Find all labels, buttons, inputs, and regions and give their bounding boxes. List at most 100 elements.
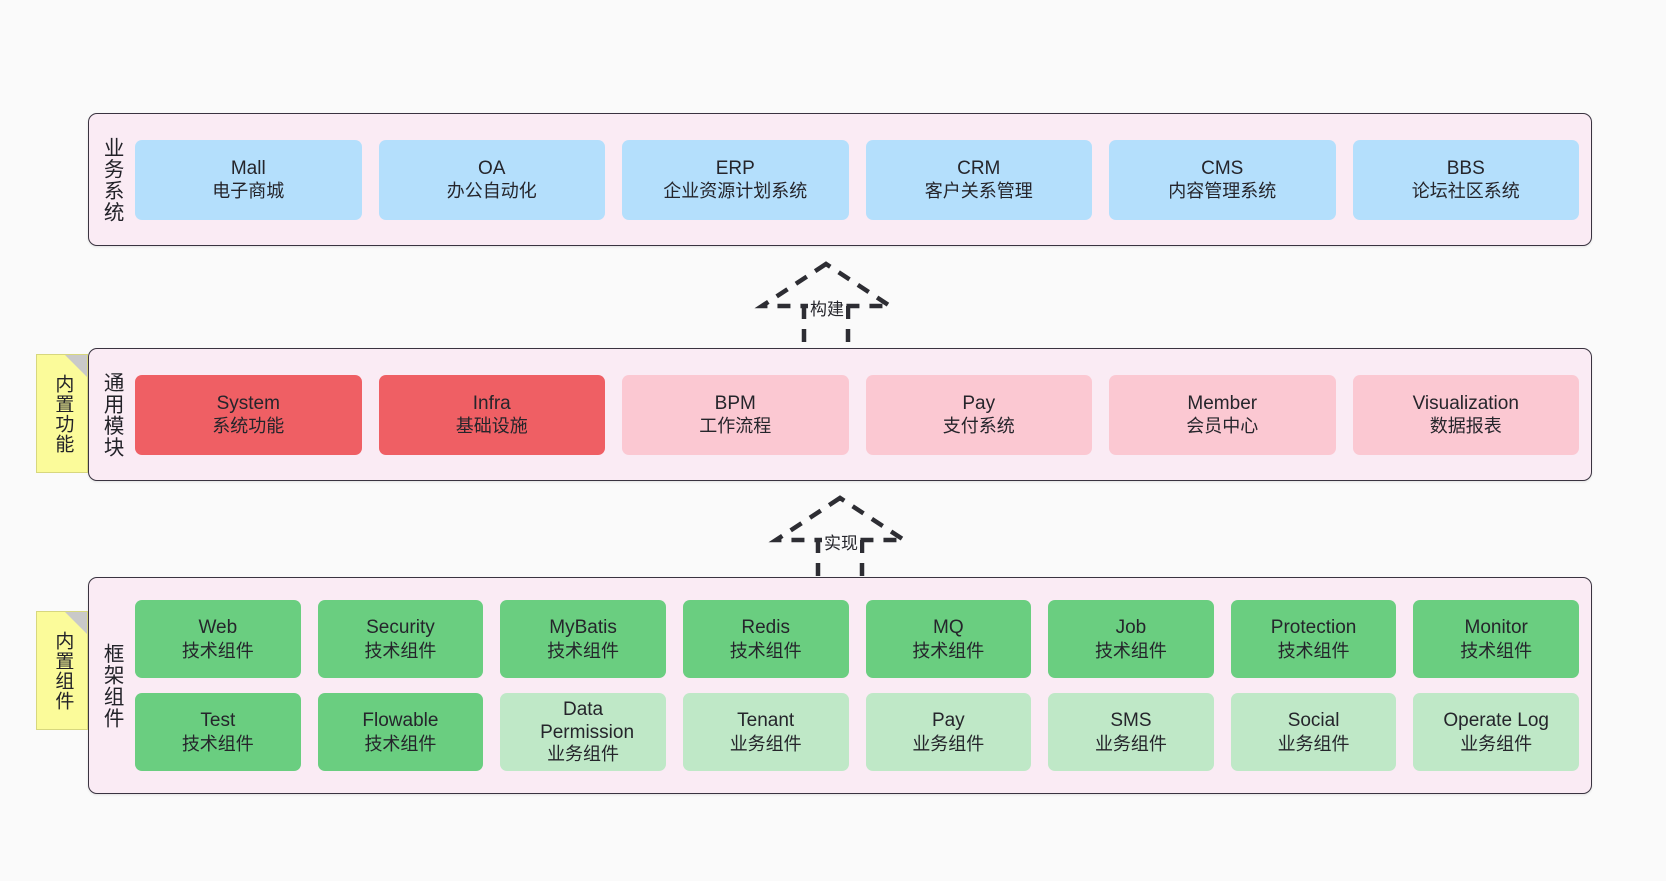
node-title-cn: 技术组件: [547, 640, 620, 661]
node-title-cn: 论坛社区系统: [1411, 181, 1520, 202]
node-bbs[interactable]: BBS 论坛社区系统: [1352, 139, 1579, 220]
node-flowable[interactable]: Flowable 技术组件: [317, 693, 484, 771]
node-title-cn: 企业资源计划系统: [663, 181, 808, 202]
node-title-cn: 基础设施: [455, 416, 528, 437]
node-bpm[interactable]: BPM 工作流程: [622, 374, 849, 455]
node-oa[interactable]: OA 办公自动化: [378, 139, 605, 220]
node-title-en: CRM: [957, 157, 1001, 179]
node-title-en: ERP: [715, 157, 755, 179]
node-title-en: Pay: [962, 392, 996, 414]
node-title-cn: 工作流程: [699, 416, 772, 437]
note-builtin-features: 内置功能: [36, 354, 88, 473]
node-title-en: System: [216, 392, 280, 414]
node-cell: Monitor 技术组件: [1413, 600, 1579, 678]
layer-title-business-systems: 业务系统: [100, 136, 124, 223]
node-title-en: Infra: [472, 392, 511, 414]
node-cms[interactable]: CMS 内容管理系统: [1109, 139, 1336, 220]
node-web[interactable]: Web 技术组件: [135, 600, 301, 678]
node-pay-component[interactable]: Pay 业务组件: [865, 693, 1032, 771]
node-title-en: Member: [1187, 392, 1258, 414]
node-title-en: Job: [1115, 617, 1147, 639]
node-crm[interactable]: CRM 客户关系管理: [865, 139, 1092, 220]
note-fold-corner: [65, 355, 87, 377]
node-row: Test 技术组件 Flowable 技术组件 Data Permission …: [135, 693, 1579, 771]
node-title-cn: 业务组件: [1277, 733, 1350, 754]
node-sms[interactable]: SMS 业务组件: [1048, 693, 1214, 771]
layer-business-systems[interactable]: 业务系统 Mall 电子商城 OA 办公自动化 ERP: [88, 113, 1592, 246]
connector-implement: 实现: [768, 492, 920, 578]
node-title-cn: 技术组件: [729, 640, 802, 661]
node-title-cn: 支付系统: [942, 416, 1015, 437]
node-title-en: Test: [200, 710, 236, 732]
node-title-en: Data Permission: [540, 699, 635, 743]
node-cell: Mall 电子商城: [135, 139, 362, 220]
node-cell: Web 技术组件: [135, 600, 301, 678]
node-cell: Member 会员中心: [1109, 374, 1336, 455]
node-cell: Infra 基础设施: [378, 374, 605, 455]
node-cell: Test 技术组件: [135, 693, 301, 771]
node-cell: OA 办公自动化: [378, 139, 605, 220]
node-job[interactable]: Job 技术组件: [1048, 600, 1214, 678]
node-test[interactable]: Test 技术组件: [135, 693, 301, 771]
node-mq[interactable]: MQ 技术组件: [865, 600, 1032, 678]
node-mybatis[interactable]: MyBatis 技术组件: [500, 600, 666, 678]
node-title-en: Social: [1287, 710, 1340, 732]
node-cell: Security 技术组件: [317, 600, 484, 678]
node-monitor[interactable]: Monitor 技术组件: [1413, 600, 1579, 678]
node-cell: Protection 技术组件: [1230, 600, 1397, 678]
node-mall[interactable]: Mall 电子商城: [135, 139, 362, 220]
node-cell: Flowable 技术组件: [317, 693, 484, 771]
node-member[interactable]: Member 会员中心: [1109, 374, 1336, 455]
node-title-cn: 技术组件: [181, 733, 254, 754]
node-title-en: MQ: [933, 617, 964, 639]
node-pay-module[interactable]: Pay 支付系统: [865, 374, 1092, 455]
node-operate-log[interactable]: Operate Log 业务组件: [1413, 693, 1579, 771]
node-cell: Pay 业务组件: [865, 693, 1032, 771]
layer-framework-components[interactable]: 框架组件 Web 技术组件 Security 技术组件: [88, 577, 1592, 794]
node-title-cn: 技术组件: [364, 733, 437, 754]
node-protection[interactable]: Protection 技术组件: [1230, 600, 1397, 678]
node-title-cn: 业务组件: [912, 733, 985, 754]
node-row: Web 技术组件 Security 技术组件 MyBatis 技术组件: [135, 600, 1579, 678]
node-data-permission[interactable]: Data Permission 业务组件: [500, 693, 666, 771]
node-title-cn: 技术组件: [364, 640, 437, 661]
node-title-en: Mall: [230, 157, 266, 179]
node-title-cn: 技术组件: [1277, 640, 1350, 661]
node-title-en: CMS: [1201, 157, 1244, 179]
connector-build: 构建: [754, 258, 906, 344]
node-social[interactable]: Social 业务组件: [1230, 693, 1397, 771]
node-title-en: Redis: [741, 617, 790, 639]
node-title-en: OA: [478, 157, 506, 179]
node-title-en: Operate Log: [1443, 710, 1549, 732]
node-system[interactable]: System 系统功能: [135, 374, 362, 455]
node-title-cn: 办公自动化: [446, 181, 537, 202]
node-title-cn: 技术组件: [181, 640, 254, 661]
node-infra[interactable]: Infra 基础设施: [378, 374, 605, 455]
node-title-cn: 会员中心: [1186, 416, 1259, 437]
node-title-cn: 业务组件: [1460, 733, 1533, 754]
node-cell: Visualization 数据报表: [1352, 374, 1579, 455]
node-security[interactable]: Security 技术组件: [317, 600, 484, 678]
node-title-en: Monitor: [1464, 617, 1528, 639]
layer-body-business-systems: Mall 电子商城 OA 办公自动化 ERP 企业资源计划系统: [133, 114, 1591, 245]
node-title-en: Tenant: [737, 710, 795, 732]
node-tenant[interactable]: Tenant 业务组件: [682, 693, 849, 771]
node-title-en: Flowable: [362, 710, 439, 732]
node-cell: CMS 内容管理系统: [1109, 139, 1336, 220]
node-cell: SMS 业务组件: [1048, 693, 1214, 771]
node-cell: Data Permission 业务组件: [500, 693, 666, 771]
node-title-en: Web: [198, 617, 238, 639]
node-title-cn: 业务组件: [547, 744, 620, 765]
note-label: 内置组件: [52, 630, 74, 711]
layer-common-modules[interactable]: 通用模块 System 系统功能 Infra 基础设施: [88, 348, 1592, 481]
node-visualization[interactable]: Visualization 数据报表: [1352, 374, 1579, 455]
node-cell: BBS 论坛社区系统: [1352, 139, 1579, 220]
node-title-en: MyBatis: [549, 617, 617, 639]
node-erp[interactable]: ERP 企业资源计划系统: [622, 139, 849, 220]
node-title-en: SMS: [1110, 710, 1152, 732]
node-redis[interactable]: Redis 技术组件: [682, 600, 849, 678]
node-title-cn: 业务组件: [1094, 733, 1167, 754]
layer-body-framework-components: Web 技术组件 Security 技术组件 MyBatis 技术组件: [133, 578, 1591, 793]
node-row: System 系统功能 Infra 基础设施 BPM 工作流程: [135, 374, 1579, 455]
node-title-en: Security: [366, 617, 435, 639]
